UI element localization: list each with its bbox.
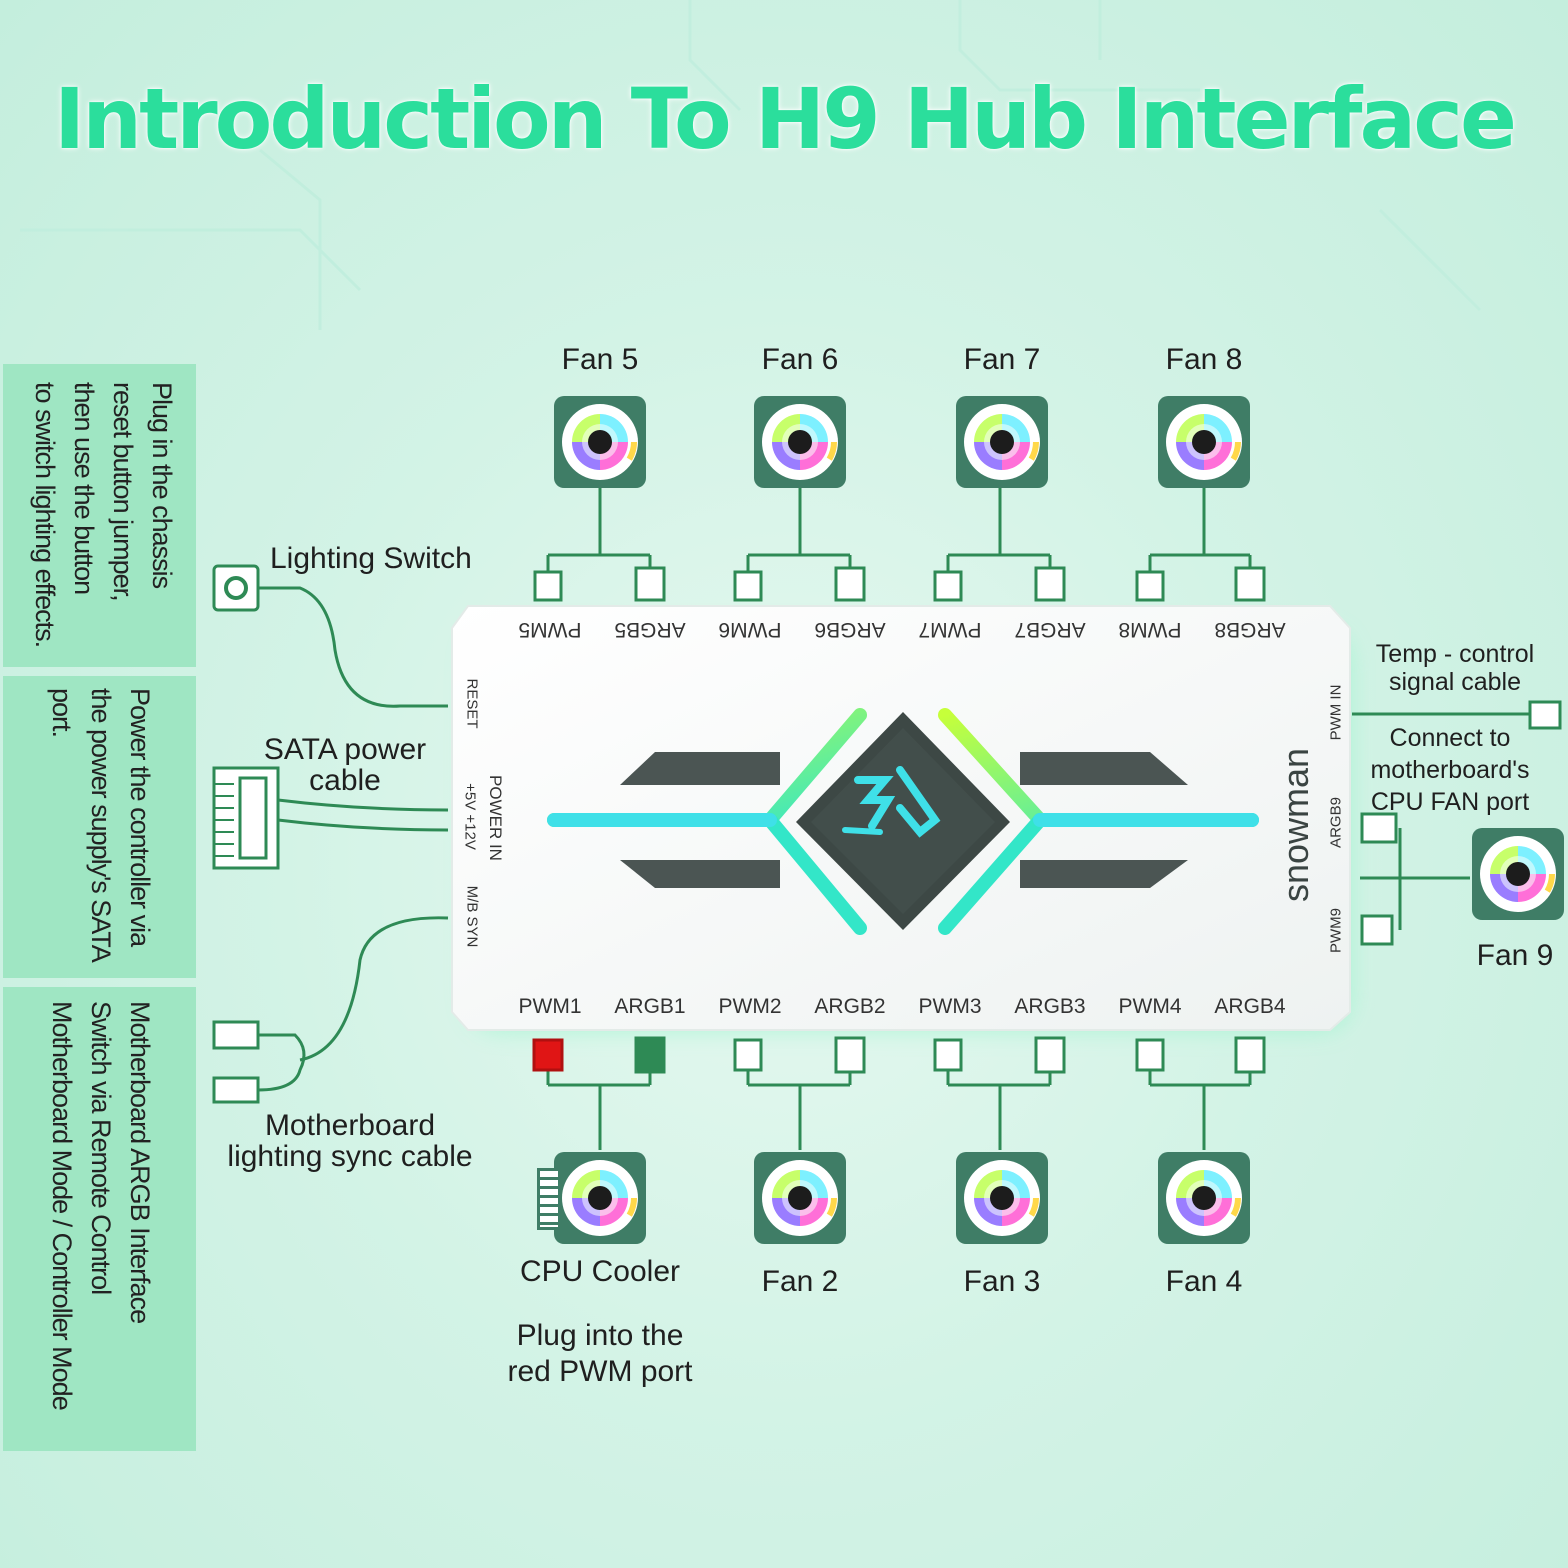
- port-bottom-pwm4: PWM4: [1118, 995, 1182, 1018]
- lighting-switch-label: Lighting Switch: [270, 542, 472, 575]
- port-bottom-argb2: ARGB2: [814, 995, 886, 1018]
- page-title: Introduction To H9 Hub Interface: [54, 70, 1517, 168]
- port-bottom-argb3: ARGB3: [1014, 995, 1086, 1018]
- fan-bottom-label-3: Fan 4: [1165, 1265, 1243, 1298]
- fan-top-label-2: Fan 6: [761, 343, 839, 376]
- port-top-pwm6: PWM6: [718, 618, 782, 641]
- top-fan-wires: [546, 488, 1252, 572]
- left-cables: [257, 586, 449, 1092]
- port-top-argb8: ARGB8: [1214, 618, 1286, 641]
- port-top-pwm8: PWM8: [1118, 618, 1182, 641]
- port-top-argb5: ARGB5: [614, 618, 686, 641]
- bottom-fan-wires: [546, 1070, 1252, 1150]
- port-reset: RESET: [463, 678, 481, 729]
- fan-bottom-label-2: Fan 3: [963, 1265, 1041, 1298]
- fan-9-label: Fan 9: [1476, 939, 1554, 972]
- hub-emblem: [547, 708, 1259, 935]
- fan-bottom-label-1: Fan 2: [761, 1265, 839, 1298]
- side-panel-reset: Plug in the chassis reset button jumper,…: [3, 364, 196, 667]
- switch-icon: [224, 576, 248, 600]
- port-top-pwm7: PWM7: [918, 618, 982, 641]
- pwm-in-plug: [1528, 700, 1562, 730]
- lighting-switch-connector: [212, 564, 260, 612]
- temp-control-label: Temp - control signal cable: [1375, 640, 1535, 696]
- fan-icon-bottom-3: [1158, 1152, 1250, 1244]
- side-panel-sync: Motherboard ARGB Interface Switch via Re…: [3, 987, 196, 1451]
- port-bottom-argb1: ARGB1: [614, 995, 686, 1018]
- sync-plug-1: [212, 1020, 260, 1050]
- port-power-volts: +5V +12V: [461, 783, 479, 850]
- port-mb-syn: M/B SYN: [463, 885, 481, 948]
- sata-connector: [212, 766, 280, 870]
- fan-icon-bottom-2: [956, 1152, 1048, 1244]
- pwm9-plug: [1360, 914, 1394, 946]
- fan-top-label-4: Fan 8: [1165, 343, 1243, 376]
- port-top-argb6: ARGB6: [814, 618, 886, 641]
- fan-icon-top-4: [1158, 396, 1250, 488]
- cpu-cooler-fan-icon: [554, 1152, 646, 1244]
- cpu-cooler-label: CPU Cooler: [519, 1255, 681, 1288]
- port-pwm-in: PWM IN: [1327, 684, 1345, 741]
- brand-logo: snowman: [1275, 747, 1316, 903]
- background-circuit: [20, 0, 1482, 330]
- port-bottom-pwm3: PWM3: [918, 995, 982, 1018]
- connect-mb-label: Connect to motherboard's CPU FAN port: [1370, 724, 1530, 816]
- port-bottom-argb4: ARGB4: [1214, 995, 1286, 1018]
- cpu-cooler-bracket: [537, 1168, 558, 1230]
- fan-icon-bottom-1: [754, 1152, 846, 1244]
- port-bottom-pwm2: PWM2: [718, 995, 782, 1018]
- fan-icon-top-3: [956, 396, 1048, 488]
- port-power-in: POWER IN: [486, 775, 505, 861]
- top-connectors: [533, 566, 1266, 602]
- port-top-pwm5: PWM5: [518, 618, 582, 641]
- argb9-plug: [1360, 812, 1398, 844]
- port-top-argb7: ARGB7: [1014, 618, 1086, 641]
- fan-top-label-3: Fan 7: [963, 343, 1041, 376]
- port-bottom-pwm1: PWM1: [518, 995, 582, 1018]
- fan-9-icon: [1472, 828, 1564, 920]
- fan-top-label-1: Fan 5: [561, 343, 639, 376]
- sata-power-label: SATA power cable: [263, 733, 427, 797]
- red-port-note: Plug into the red PWM port: [507, 1319, 693, 1388]
- bottom-connectors: [532, 1036, 1266, 1074]
- fan-icon-top-1: [554, 396, 646, 488]
- port-argb9: ARGB9: [1327, 797, 1345, 848]
- side-note-sync: Motherboard ARGB Interface Switch via Re…: [47, 1001, 155, 1410]
- side-note-power: Power the controller via the power suppl…: [47, 688, 155, 962]
- port-pwm9: PWM9: [1327, 908, 1345, 953]
- fan-icon-top-2: [754, 396, 846, 488]
- side-panel-power: Power the controller via the power suppl…: [3, 676, 196, 978]
- sync-plug-2: [212, 1076, 260, 1104]
- mb-sync-label: Motherboard lighting sync cable: [227, 1109, 473, 1173]
- side-note-reset: Plug in the chassis reset button jumper,…: [30, 382, 177, 648]
